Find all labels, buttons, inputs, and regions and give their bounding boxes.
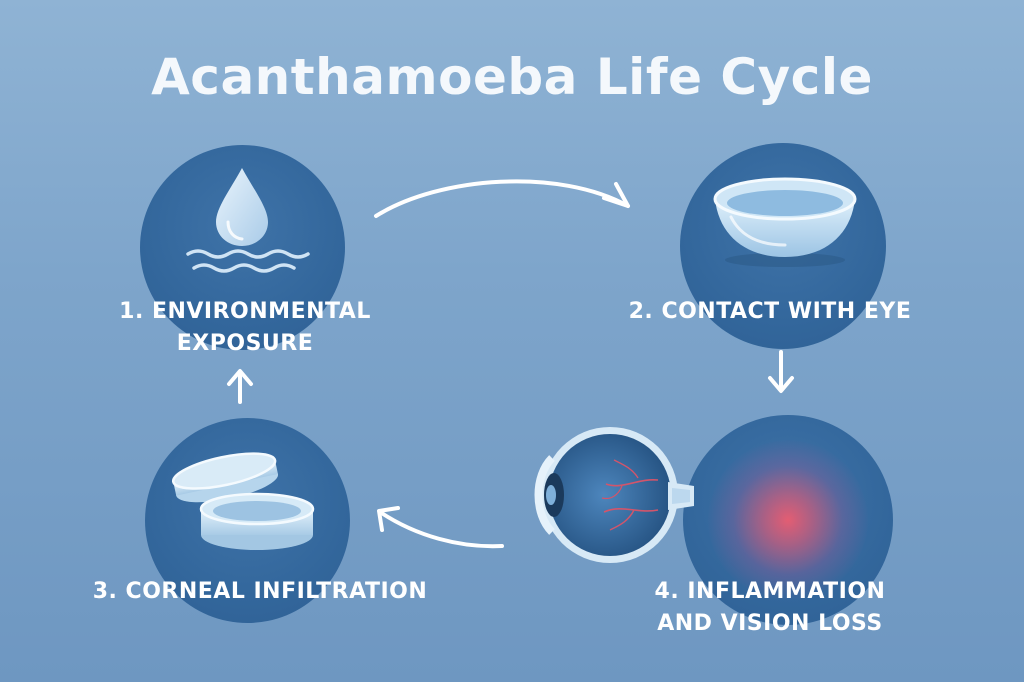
diagram-title: Acanthamoeba Life Cycle	[151, 48, 873, 106]
step-1-label-line2: EXPOSURE	[176, 331, 314, 356]
lens-case-icon	[171, 452, 315, 550]
step-2-label-line1: 2. CONTACT WITH EYE	[628, 299, 912, 324]
step-3-label: 3. CORNEAL INFILTRATION	[90, 576, 430, 608]
step-2-label: 2. CONTACT WITH EYE	[600, 296, 940, 328]
step-4-label-line1: 4. INFLAMMATION	[654, 579, 886, 604]
eye-cross-section-icon	[534, 427, 694, 563]
inflammation-glow	[708, 440, 868, 600]
contact-lens-icon	[713, 177, 857, 267]
water-drop-icon	[186, 168, 310, 273]
step-4-label-line2: AND VISION LOSS	[657, 611, 883, 636]
step-3-label-line1: 3. CORNEAL INFILTRATION	[92, 579, 428, 604]
step-1-label-line1: 1. ENVIRONMENTAL	[119, 299, 371, 324]
step-1-label: 1. ENVIRONMENTAL EXPOSURE	[100, 296, 390, 360]
step-4-label: 4. INFLAMMATION AND VISION LOSS	[640, 576, 900, 640]
